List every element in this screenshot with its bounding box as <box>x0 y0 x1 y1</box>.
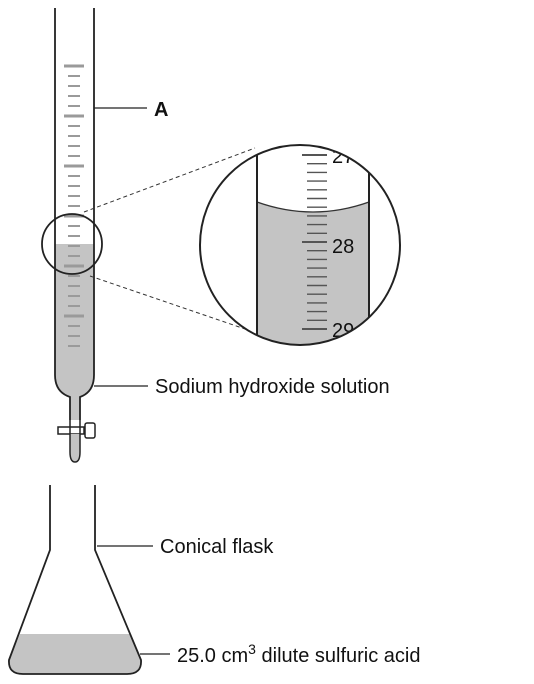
conical-flask <box>8 485 142 675</box>
magnified-view: 27 28 29 <box>200 145 400 345</box>
tick-label-28: 28 <box>332 236 354 258</box>
magnified-scale-ticks <box>302 154 327 330</box>
burette-tap <box>57 420 96 463</box>
flask-liquid <box>8 634 142 674</box>
flask-outline <box>8 485 142 675</box>
acid-name: dilute sulfuric acid <box>256 645 421 667</box>
burette-outline <box>54 8 95 420</box>
label-sodium-hydroxide: Sodium hydroxide solution <box>155 376 390 398</box>
label-a: A <box>154 99 168 121</box>
burette-scale-ticks <box>64 64 84 347</box>
zoom-circle-small <box>41 213 103 275</box>
meniscus-line <box>256 201 370 213</box>
zoom-circle-large <box>199 144 401 346</box>
burette-liquid <box>55 244 94 420</box>
acid-unit-superscript: 3 <box>248 641 256 657</box>
leader-lines <box>94 107 170 655</box>
label-sulfuric-acid: 25.0 cm3 dilute sulfuric acid <box>177 641 420 667</box>
acid-volume: 25.0 cm <box>177 645 248 667</box>
magnified-liquid <box>257 202 369 345</box>
zoom-guide-lines <box>83 147 256 331</box>
tick-label-27: 27 <box>332 146 354 168</box>
burette <box>41 8 103 463</box>
label-conical-flask: Conical flask <box>160 536 274 558</box>
